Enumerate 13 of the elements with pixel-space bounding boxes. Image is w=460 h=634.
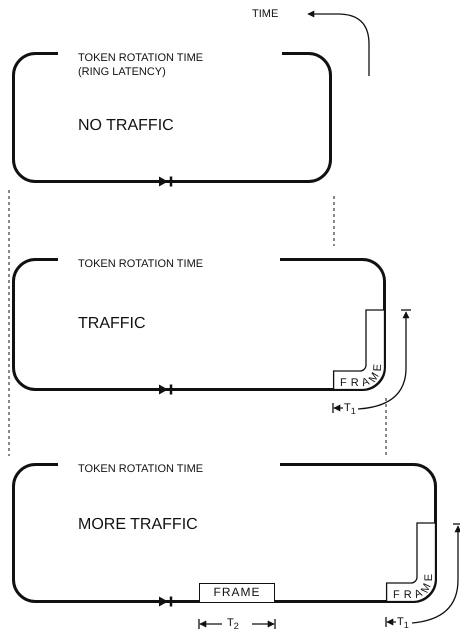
dimension-label: T$_{2}$ xyxy=(227,617,239,634)
heading-text: TOKEN ROTATION TIME xyxy=(78,257,204,271)
frame-box: FRAME xyxy=(199,583,275,603)
heading-text: TOKEN ROTATION TIME xyxy=(78,462,204,476)
frame-segment xyxy=(333,310,386,391)
heading-text: TOKEN ROTATION TIME (RING LATENCY) xyxy=(78,51,204,79)
time-label: TIME xyxy=(252,8,278,21)
dimension-label: T$_{1}$ xyxy=(397,616,409,632)
dimension-label: T$_{1}$ xyxy=(344,402,356,418)
traffic-label: NO TRAFFIC xyxy=(78,116,174,135)
traffic-label: MORE TRAFFIC xyxy=(78,515,198,534)
traffic-label: TRAFFIC xyxy=(78,314,146,333)
frame-segment xyxy=(386,523,437,603)
